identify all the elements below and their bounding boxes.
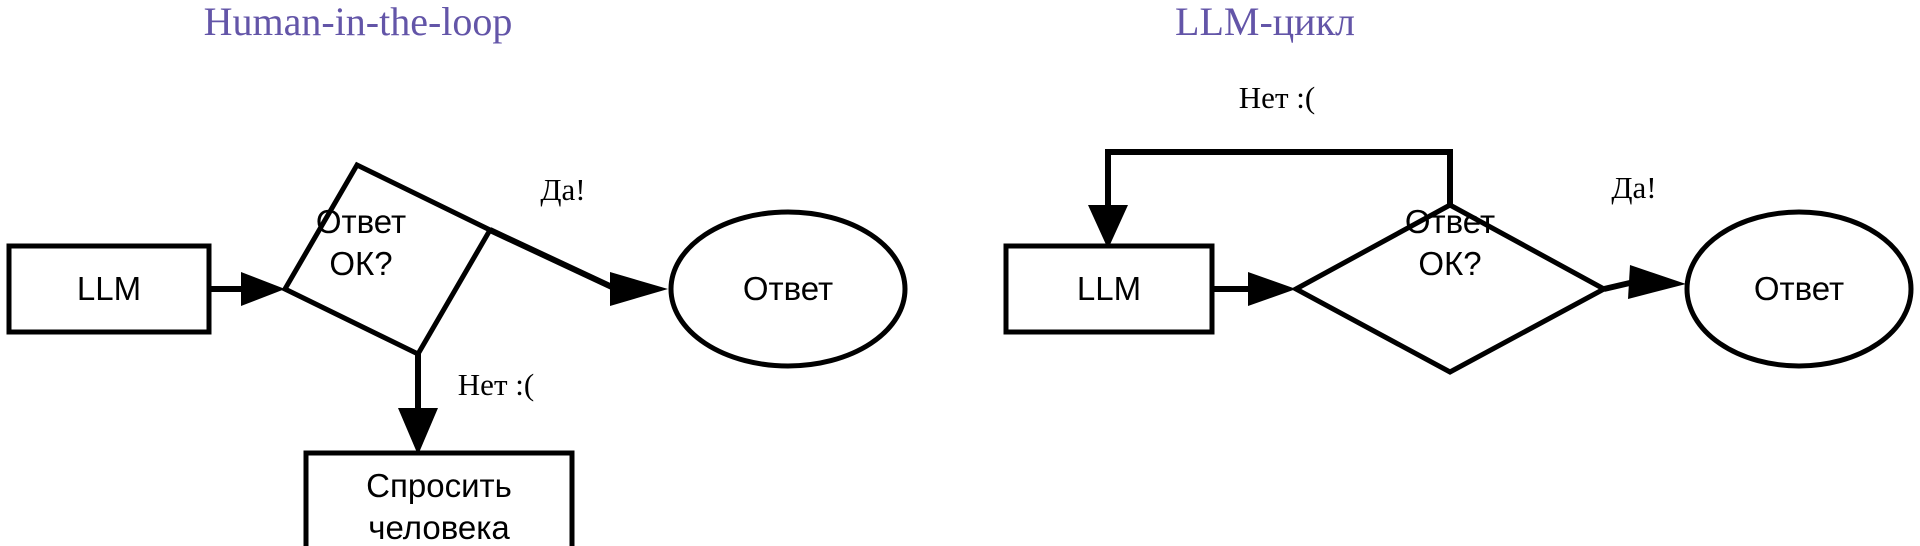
- node-answer-left-shape: [668, 209, 908, 369]
- edge-no-right-label: Нет :(: [1239, 80, 1315, 115]
- node-decision-right-label-line1: Ответ: [1405, 203, 1495, 240]
- diagram-human-in-the-loop: Human-in-the-loop LLM Ответ ОК? Да! Отве…: [6, 0, 908, 546]
- node-answer-left[interactable]: Ответ: [668, 209, 908, 369]
- diagram-title-llm-cycle: LLM-цикл: [1175, 0, 1355, 44]
- node-llm-right-label: LLM: [1077, 270, 1141, 307]
- edge-yes-right-label: Да!: [1611, 170, 1656, 205]
- edge-yes-left: Да!: [488, 172, 668, 306]
- node-ask-human[interactable]: Спросить человека: [303, 450, 575, 546]
- node-decision-left-label-line2: ОК?: [329, 245, 392, 282]
- node-llm-left[interactable]: LLM: [6, 243, 212, 335]
- node-ask-human-label-line2: человека: [368, 509, 510, 546]
- node-answer-right-label: Ответ: [1754, 270, 1844, 307]
- node-llm-left-label: LLM: [77, 270, 141, 307]
- edge-no-left: Нет :(: [398, 354, 534, 455]
- edge-no-left-label: Нет :(: [458, 367, 534, 402]
- edge-yes-right-arrowhead: [1628, 265, 1686, 299]
- edge-no-right: Нет :(: [1088, 80, 1453, 249]
- diagram-title-human-in-the-loop: Human-in-the-loop: [204, 0, 513, 44]
- node-llm-left-shape: [6, 243, 212, 335]
- edge-no-right-arrowhead: [1088, 205, 1128, 249]
- edge-yes-left-line: [488, 227, 616, 291]
- node-decision-left[interactable]: Ответ ОК?: [281, 161, 494, 358]
- node-llm-right-shape: [1003, 243, 1215, 335]
- node-decision-left-label-line1: Ответ: [316, 203, 406, 240]
- node-decision-right-label-line2: ОК?: [1418, 245, 1481, 282]
- edge-llm-to-decision-right-arrowhead: [1248, 272, 1296, 306]
- edge-yes-left-arrowhead: [610, 272, 668, 306]
- edge-yes-right: Да!: [1603, 170, 1686, 299]
- node-llm-right[interactable]: LLM: [1003, 243, 1215, 335]
- edge-llm-to-decision-right: [1212, 272, 1296, 306]
- node-ask-human-label-line1: Спросить: [366, 467, 512, 504]
- edge-no-right-line: [1105, 149, 1453, 210]
- edge-no-left-arrowhead: [398, 408, 438, 455]
- edge-llm-to-decision-left: [210, 272, 285, 306]
- edge-llm-to-decision-left-arrowhead: [241, 272, 285, 306]
- node-ask-human-shape: [303, 450, 575, 546]
- edge-yes-left-label: Да!: [540, 172, 585, 207]
- node-answer-right-shape: [1684, 209, 1914, 369]
- node-decision-right[interactable]: Ответ ОК?: [1290, 202, 1610, 375]
- diagram-llm-cycle: LLM-цикл Нет :( LLM Ответ ОК? Да!: [1003, 0, 1914, 375]
- node-answer-left-label: Ответ: [743, 270, 833, 307]
- node-answer-right[interactable]: Ответ: [1684, 209, 1914, 369]
